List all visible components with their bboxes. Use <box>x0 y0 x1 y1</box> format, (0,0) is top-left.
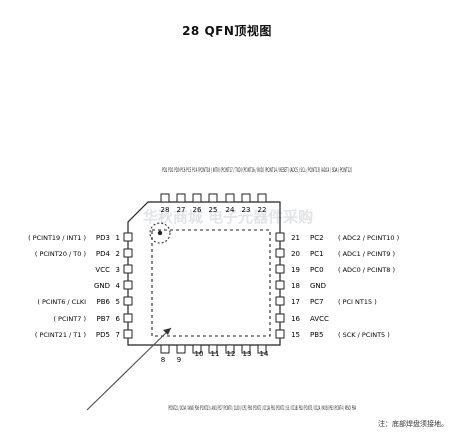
pin-number: 5 <box>116 298 120 306</box>
pin-number: 22 <box>258 206 267 214</box>
pin-name: GND <box>94 282 110 290</box>
top-pin-functions: PD2 PD1 PD0 PC6 PC5 PC4 (PCINT18 / INT0)… <box>162 166 352 174</box>
pin-pad-top <box>208 193 218 203</box>
pin-number: 26 <box>193 206 202 214</box>
pin-number: 1 <box>116 234 120 242</box>
pin-pad-right <box>275 329 285 339</box>
pin-pad-top <box>160 193 170 203</box>
pin-number: 2 <box>116 250 120 258</box>
pin-pad-bottom <box>225 344 235 354</box>
pin-pad-left <box>123 313 133 323</box>
pin-name: PC2 <box>310 234 324 242</box>
pin-number: 14 <box>260 350 269 358</box>
pin-number: 18 <box>291 282 300 290</box>
pin-pad-bottom <box>192 344 202 354</box>
watermark: 华秋商城 电子元器件采购 <box>143 208 313 226</box>
pin-pad-top <box>257 193 267 203</box>
pin-name: PB6 <box>97 298 111 306</box>
pin-pad-right <box>275 264 285 274</box>
pin-name: PB5 <box>310 331 323 339</box>
pin-number: 25 <box>209 206 218 214</box>
pin-pad-top <box>176 193 186 203</box>
pin-pad-right <box>275 248 285 258</box>
pin-number: 27 <box>177 206 186 214</box>
pin-pad-left <box>123 280 133 290</box>
pin-number: 15 <box>291 331 300 339</box>
pin-name: AVCC <box>310 315 329 323</box>
pin-name: PC7 <box>310 298 324 306</box>
pin-pad-left <box>123 296 133 306</box>
pin-number: 20 <box>291 250 300 258</box>
pin-function: ( PCI NT15 ) <box>338 298 377 306</box>
pin-pad-top <box>192 193 202 203</box>
pin-function: ( PCINT7 ) <box>53 315 86 323</box>
pin-function: ( PCINT20 / T0 ) <box>35 250 86 258</box>
pin-function: ( ADC0 / PCINT8 ) <box>338 266 395 274</box>
pin1-marker-ring <box>149 222 171 244</box>
pin-number: 21 <box>291 234 300 242</box>
bottom-pin-functions: (PCINT22 / OC0A / AIN0) PD6 (PCINT23 / A… <box>168 404 356 412</box>
pin-function: ( ADC2 / PCINT10 ) <box>338 234 399 242</box>
pin1-dot <box>157 230 163 236</box>
pins-group: 1 PD3 ( PCINT19 / INT1 ) 2 PD4 ( PCINT20 / T0… <box>28 193 399 364</box>
pin-number: 12 <box>227 350 236 358</box>
pin-pad-top <box>241 193 251 203</box>
pin-name: PC0 <box>310 266 324 274</box>
pin-number: 11 <box>211 350 220 358</box>
pin-number: 9 <box>177 356 181 364</box>
arrow-head <box>163 328 171 335</box>
diagram-title: 28 QFN顶视图 <box>182 24 272 38</box>
footnote: 注：底部焊盘须接地。 <box>378 420 448 428</box>
pin-pad-left <box>123 248 133 258</box>
pin-number: 17 <box>291 298 300 306</box>
pin-name: PD4 <box>96 250 111 258</box>
pin-pad-bottom <box>176 344 186 354</box>
pin-pad-left <box>123 264 133 274</box>
pin-number: 3 <box>116 266 120 274</box>
pin-number: 19 <box>291 266 300 274</box>
pin-pad-bottom <box>241 344 251 354</box>
pin-name: GND <box>310 282 326 290</box>
pin-number: 23 <box>242 206 251 214</box>
pin-function: ( ADC1 / PCINT9 ) <box>338 250 395 258</box>
pin-pad-left <box>123 232 133 242</box>
pin-number: 28 <box>161 206 170 214</box>
pin-name: PD5 <box>96 331 110 339</box>
pin-pad-right <box>275 296 285 306</box>
pin-number: 6 <box>116 315 121 323</box>
pin-name: VCC <box>95 266 110 274</box>
pin-function: ( PCINT21 / T1 ) <box>35 331 86 339</box>
pin-function: ( PCINT19 / INT1 ) <box>28 234 86 242</box>
pin-number: 8 <box>161 356 165 364</box>
pin-pad-left <box>123 329 133 339</box>
pin-pad-top <box>225 193 235 203</box>
pin-name: PC1 <box>310 250 324 258</box>
pin-pad-right <box>275 313 285 323</box>
pin-number: 13 <box>243 350 252 358</box>
pin-pad-bottom <box>257 344 267 354</box>
pin-pad-bottom <box>208 344 218 354</box>
pin-number: 24 <box>226 206 235 214</box>
exposed-pad <box>151 229 271 337</box>
pin-number: 16 <box>291 315 300 323</box>
pin-name: PD3 <box>96 234 110 242</box>
pin-number: 7 <box>116 331 120 339</box>
pin-pad-bottom <box>160 344 170 354</box>
pin-pad-right <box>275 232 285 242</box>
pin-function: ( PCINT6 / CLKI <box>37 298 86 306</box>
pin-function: ( SCK / PCINT5 ) <box>338 331 390 339</box>
pin-number: 10 <box>195 350 204 358</box>
pin-name: PB7 <box>97 315 110 323</box>
pointer-arrow <box>86 327 172 411</box>
pin-number: 4 <box>116 282 121 290</box>
pin-pad-right <box>275 280 285 290</box>
